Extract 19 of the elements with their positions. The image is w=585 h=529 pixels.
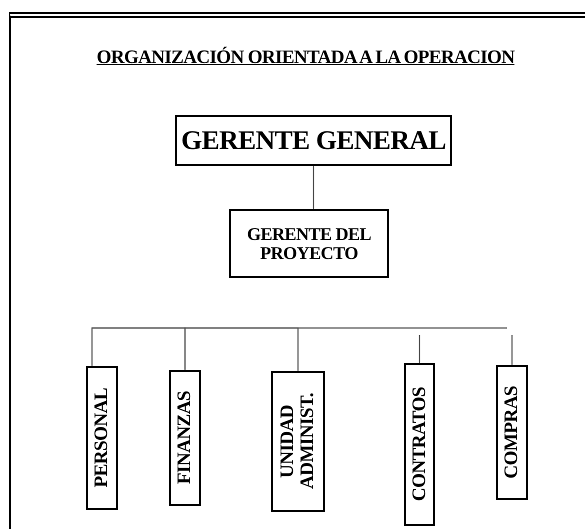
connector-line bbox=[312, 166, 314, 209]
box-label: UNIDAD ADMINIST. bbox=[278, 392, 318, 492]
box-label: GERENTE DEL PROYECTO bbox=[246, 224, 372, 262]
title: ORGANIZACIÓN ORIENTADA A LA OPERACION bbox=[96, 46, 516, 70]
box-label: PERSONAL bbox=[92, 388, 112, 488]
org-box bbox=[175, 115, 452, 166]
connector-line bbox=[511, 335, 513, 365]
box-label: COMPRAS bbox=[502, 386, 522, 479]
box-label: GERENTE GENERAL bbox=[181, 126, 446, 155]
connector-line bbox=[184, 327, 299, 371]
org-box bbox=[404, 363, 435, 526]
org-box bbox=[271, 371, 325, 512]
box-label: CONTRATOS bbox=[410, 387, 430, 502]
box-label: FINANZAS bbox=[175, 391, 195, 485]
org-box bbox=[169, 370, 201, 506]
org-box bbox=[86, 366, 118, 510]
org-box bbox=[496, 365, 528, 500]
org-box bbox=[229, 209, 389, 278]
connector-line bbox=[418, 335, 420, 363]
